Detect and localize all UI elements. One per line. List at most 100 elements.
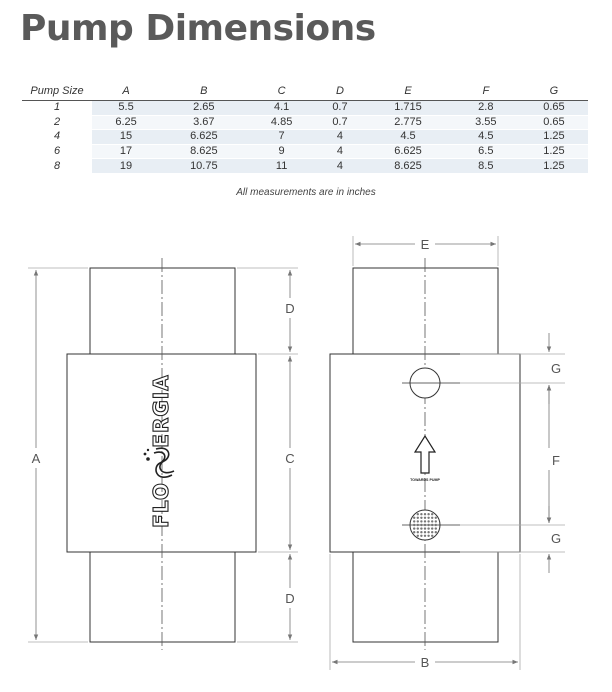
- grid-dot: [431, 534, 434, 537]
- side-view: E B TOWARDS PUMP G F G: [329, 236, 565, 670]
- grid-dot: [416, 520, 419, 523]
- cell-value: 2.65: [160, 100, 248, 116]
- floenergia-logo: FLO ERGIA: [143, 374, 175, 528]
- header-d: D: [315, 82, 365, 101]
- grid-dot: [416, 516, 419, 519]
- grid-dot: [423, 534, 427, 537]
- label-g-top: G: [551, 361, 561, 376]
- cell-pump-size: 2: [22, 115, 92, 131]
- label-g-bottom: G: [551, 531, 561, 546]
- grid-dot: [423, 531, 427, 534]
- label-d-top: D: [285, 301, 294, 316]
- header-b: B: [160, 82, 248, 101]
- grid-dot: [420, 520, 423, 523]
- cell-value: 4: [315, 129, 365, 145]
- cell-value: 2.775: [364, 115, 452, 131]
- cell-value: 1.715: [364, 100, 452, 116]
- cell-value: 8.5: [451, 158, 520, 174]
- cell-pump-size: 4: [22, 129, 92, 145]
- grid-dot: [427, 527, 430, 530]
- grid-dot: [427, 516, 430, 519]
- header-e: E: [364, 82, 452, 101]
- grid-dot: [416, 527, 419, 530]
- grid-dot: [431, 523, 434, 527]
- cell-pump-size: 8: [22, 158, 92, 174]
- grid-dot: [434, 516, 437, 519]
- label-f: F: [552, 453, 560, 468]
- cell-value: 3.55: [451, 115, 520, 131]
- cell-value: 1.25: [519, 158, 588, 174]
- logo-text-ergia: ERGIA: [149, 374, 173, 447]
- cell-pump-size: 1: [22, 100, 92, 116]
- label-c: C: [285, 451, 294, 466]
- cell-value: 4.5: [451, 129, 520, 145]
- grid-dot: [420, 531, 423, 534]
- grid-dot: [413, 523, 416, 527]
- grid-dot: [413, 527, 416, 530]
- grid-dot: [434, 520, 437, 523]
- grid-dot: [423, 520, 427, 523]
- grid-dot: [416, 531, 419, 534]
- cell-value: 2.8: [451, 100, 520, 116]
- grid-dot: [423, 513, 427, 516]
- grid-dot: [427, 534, 430, 537]
- inlet-grid-icon: [413, 513, 437, 537]
- page-title: Pump Dimensions: [20, 8, 376, 49]
- label-d-bottom: D: [285, 591, 294, 606]
- bottom-flange: [89, 551, 236, 643]
- grid-dot: [413, 520, 416, 523]
- grid-dot: [416, 513, 419, 516]
- cell-value: 6.25: [92, 115, 161, 131]
- cell-value: 6.625: [160, 129, 248, 145]
- grid-dot: [416, 523, 419, 527]
- logo-text-flo: FLO: [149, 482, 173, 528]
- grid-dot: [434, 531, 437, 534]
- cell-value: 7: [247, 129, 316, 145]
- cell-value: 8.625: [160, 144, 248, 160]
- table-header-row: Pump Size A B C D E F G: [22, 82, 588, 101]
- cell-value: 1.25: [519, 129, 588, 145]
- cell-value: 0.7: [315, 115, 365, 131]
- cell-value: 0.65: [519, 100, 588, 116]
- grid-dot: [434, 527, 437, 530]
- grid-dot: [413, 531, 416, 534]
- cell-value: 4: [315, 158, 365, 174]
- grid-dot: [420, 527, 423, 530]
- grid-dot: [431, 531, 434, 534]
- cell-value: 15: [92, 129, 161, 145]
- grid-dot: [431, 520, 434, 523]
- grid-dot: [427, 531, 430, 534]
- grid-dot: [420, 523, 423, 527]
- grid-dot: [423, 527, 427, 530]
- cell-value: 0.7: [315, 100, 365, 116]
- header-pump-size: Pump Size: [22, 82, 92, 101]
- grid-dot: [423, 516, 427, 519]
- label-b: B: [421, 655, 430, 670]
- cell-value: 4.5: [364, 129, 452, 145]
- grid-dot: [420, 513, 423, 516]
- cell-value: 17: [92, 144, 161, 160]
- logo-wave-icon: [153, 447, 175, 478]
- measurement-note: All measurements are in inches: [236, 187, 376, 198]
- cell-value: 9: [247, 144, 316, 160]
- label-a: A: [32, 451, 41, 466]
- cell-value: 1.25: [519, 144, 588, 160]
- cell-value: 11: [247, 158, 316, 174]
- header-a: A: [92, 82, 161, 101]
- grid-dot: [413, 516, 416, 519]
- grid-dot: [427, 523, 430, 527]
- cell-value: 8.625: [364, 158, 452, 174]
- header-c: C: [247, 82, 316, 101]
- cell-value: 19: [92, 158, 161, 174]
- cell-value: 6.5: [451, 144, 520, 160]
- cell-value: 10.75: [160, 158, 248, 174]
- front-view: A D C D FLO ERGIA: [28, 258, 298, 650]
- grid-dot: [420, 534, 423, 537]
- grid-dot: [431, 513, 434, 516]
- grid-dot: [420, 516, 423, 519]
